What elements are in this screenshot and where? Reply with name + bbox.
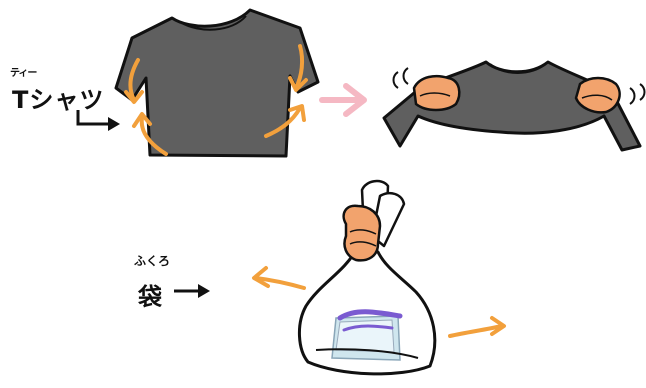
hand-holding-bag bbox=[344, 206, 380, 261]
tshirt-pointer-arrow bbox=[78, 110, 120, 131]
hands-stretching-shirt bbox=[384, 62, 645, 150]
bag-pointer-arrow bbox=[174, 284, 210, 298]
transition-arrow bbox=[322, 86, 364, 114]
